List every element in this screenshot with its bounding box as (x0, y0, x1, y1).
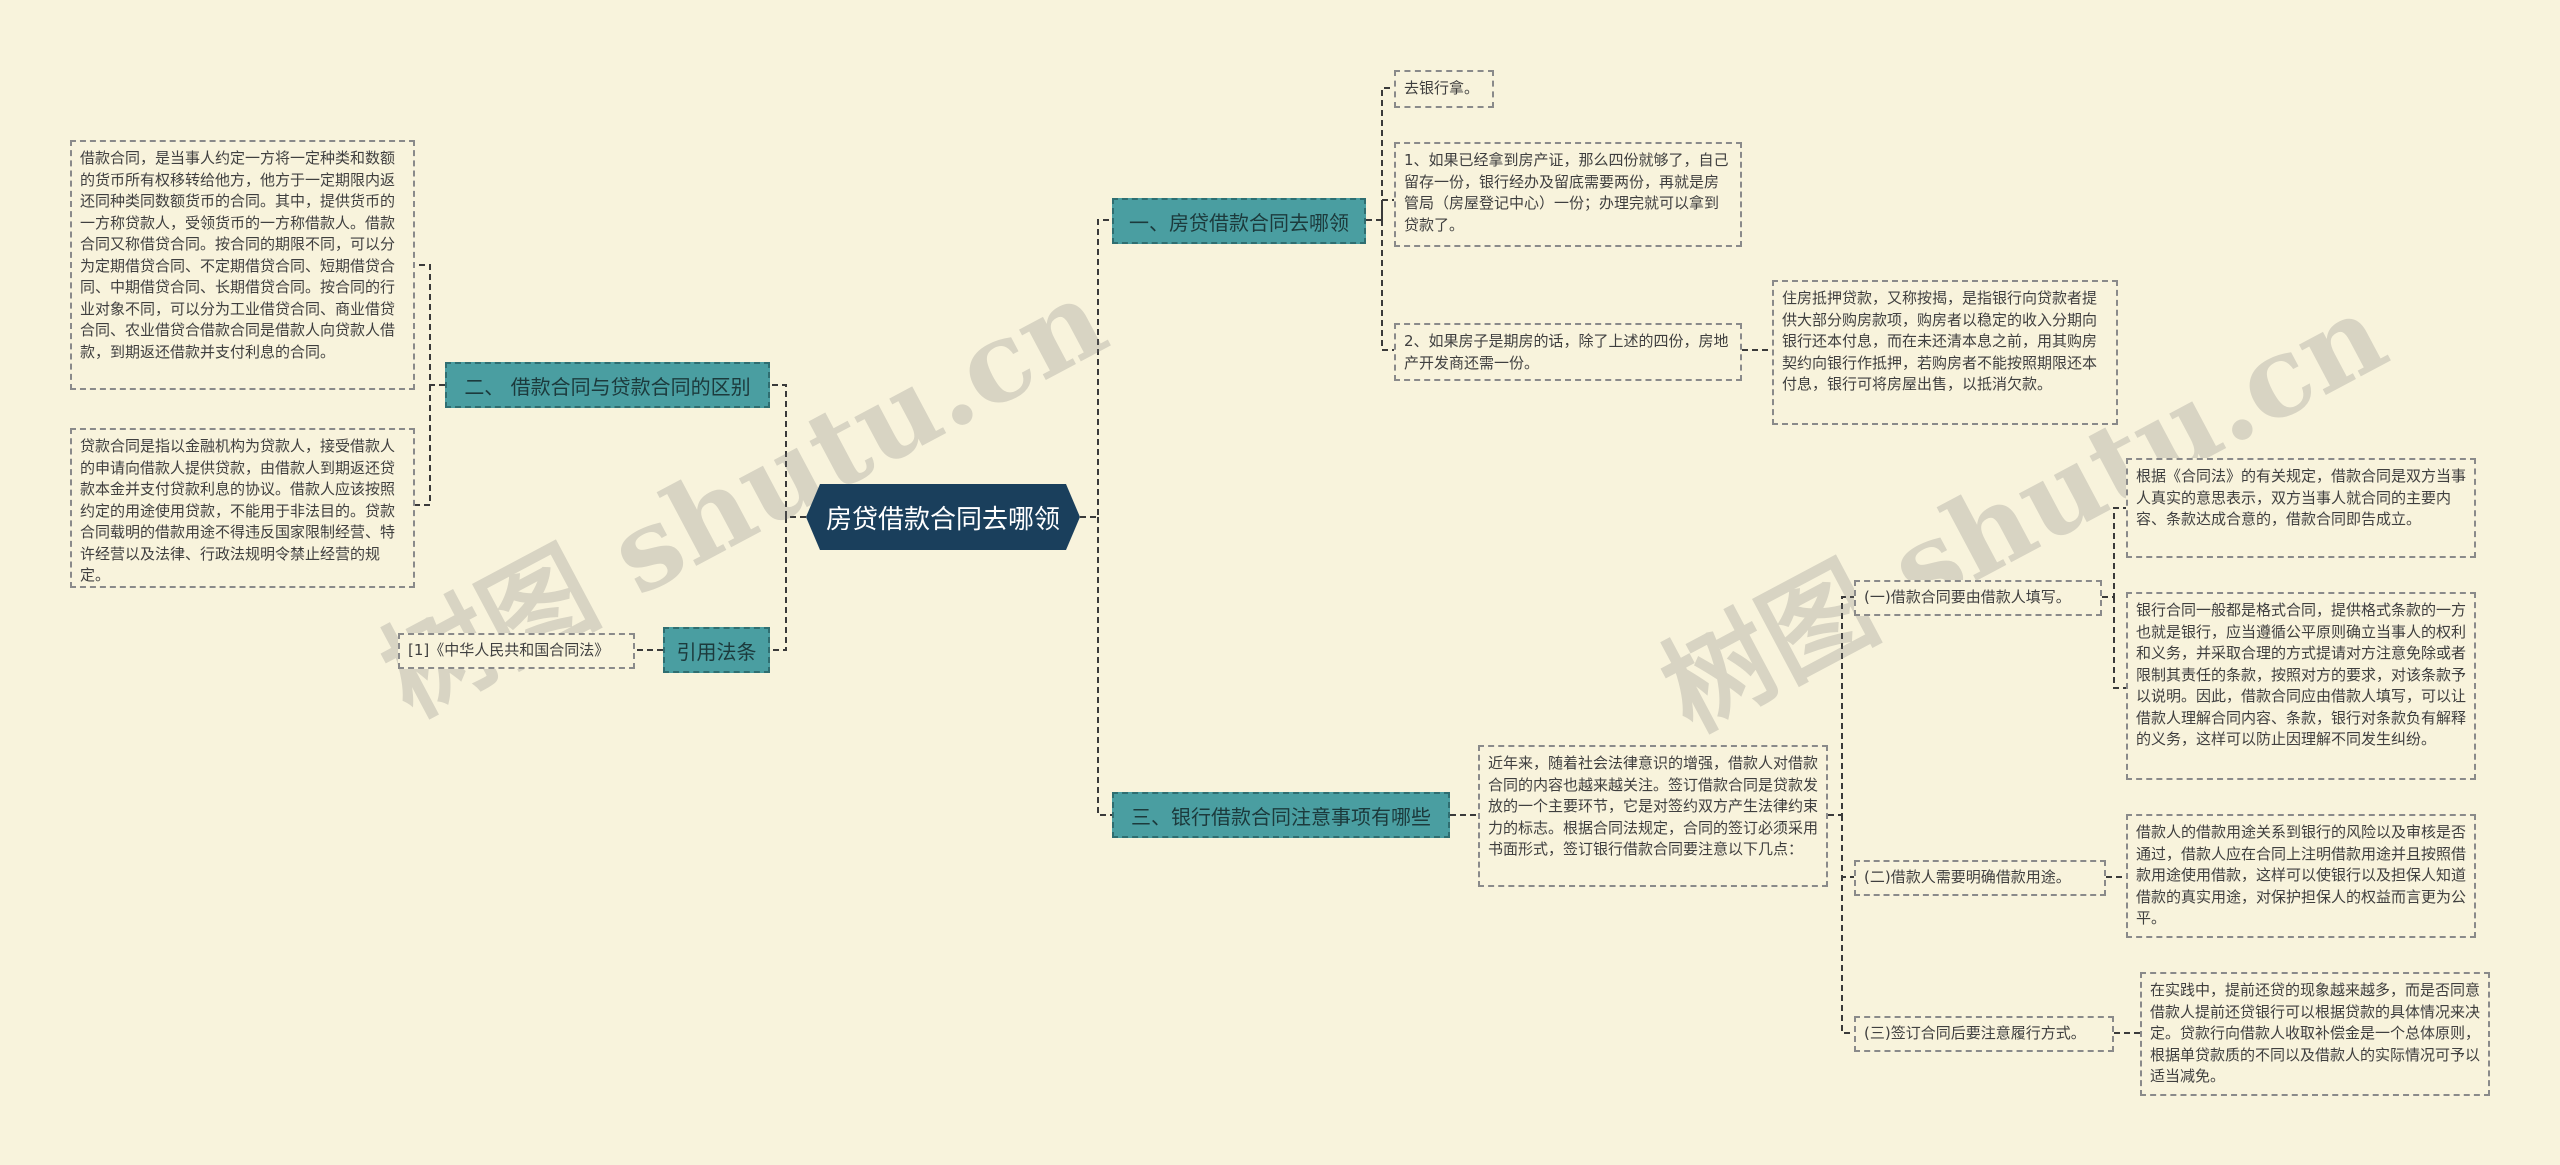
branch-contract-difference[interactable]: 二、 借款合同与贷款合同的区别 (445, 362, 770, 408)
leaf-get-from-bank[interactable]: 去银行拿。 (1394, 70, 1494, 108)
leaf-subhead-performance[interactable]: (三)签订合同后要注意履行方式。 (1854, 1016, 2114, 1052)
leaf-contract-law-reference[interactable]: [1]《中华人民共和国合同法》 (398, 633, 635, 669)
root-topic[interactable]: 房贷借款合同去哪领 (806, 484, 1080, 550)
leaf-subhead-loan-purpose[interactable]: (二)借款人需要明确借款用途。 (1854, 860, 2106, 896)
branch-cited-law[interactable]: 引用法条 (663, 627, 770, 673)
leaf-contract-formation[interactable]: 根据《合同法》的有关规定，借款合同是双方当事人真实的意思表示，双方当事人就合同的… (2126, 458, 2476, 558)
leaf-subhead-borrower-fill[interactable]: (一)借款合同要由借款人填写。 (1854, 580, 2102, 616)
branch-loan-contract-where[interactable]: 一、房贷借款合同去哪领 (1112, 198, 1366, 244)
leaf-standard-form-contract[interactable]: 银行合同一般都是格式合同，提供格式条款的一方也就是银行，应当遵循公平原则确立当事… (2126, 592, 2476, 780)
leaf-off-plan-copy[interactable]: 2、如果房子是期房的话，除了上述的四份，房地产开发商还需一份。 (1394, 323, 1742, 381)
leaf-bank-contract-intro[interactable]: 近年来，随着社会法律意识的增强，借款人对借款合同的内容也越来越关注。签订借款合同… (1478, 745, 1828, 887)
leaf-four-copies[interactable]: 1、如果已经拿到房产证，那么四份就够了，自己留存一份，银行经办及留底需要两份，再… (1394, 142, 1742, 247)
leaf-mortgage-definition[interactable]: 住房抵押贷款，又称按揭，是指银行向贷款者提供大部分购房款项，购房者以稳定的收入分… (1772, 280, 2118, 425)
leaf-loan-contract-definition[interactable]: 借款合同，是当事人约定一方将一定种类和数额的货币所有权移转给他方，他方于一定期限… (70, 140, 415, 390)
leaf-early-repayment[interactable]: 在实践中，提前还贷的现象越来越多，而是否同意借款人提前还贷银行可以根据贷款的具体… (2140, 972, 2490, 1096)
leaf-lending-contract-definition[interactable]: 贷款合同是指以金融机构为贷款人，接受借款人的申请向借款人提供贷款，由借款人到期返… (70, 428, 415, 588)
branch-bank-contract-notes[interactable]: 三、银行借款合同注意事项有哪些 (1112, 792, 1450, 838)
leaf-loan-purpose-detail[interactable]: 借款人的借款用途关系到银行的风险以及审核是否通过，借款人应在合同上注明借款用途并… (2126, 814, 2476, 938)
